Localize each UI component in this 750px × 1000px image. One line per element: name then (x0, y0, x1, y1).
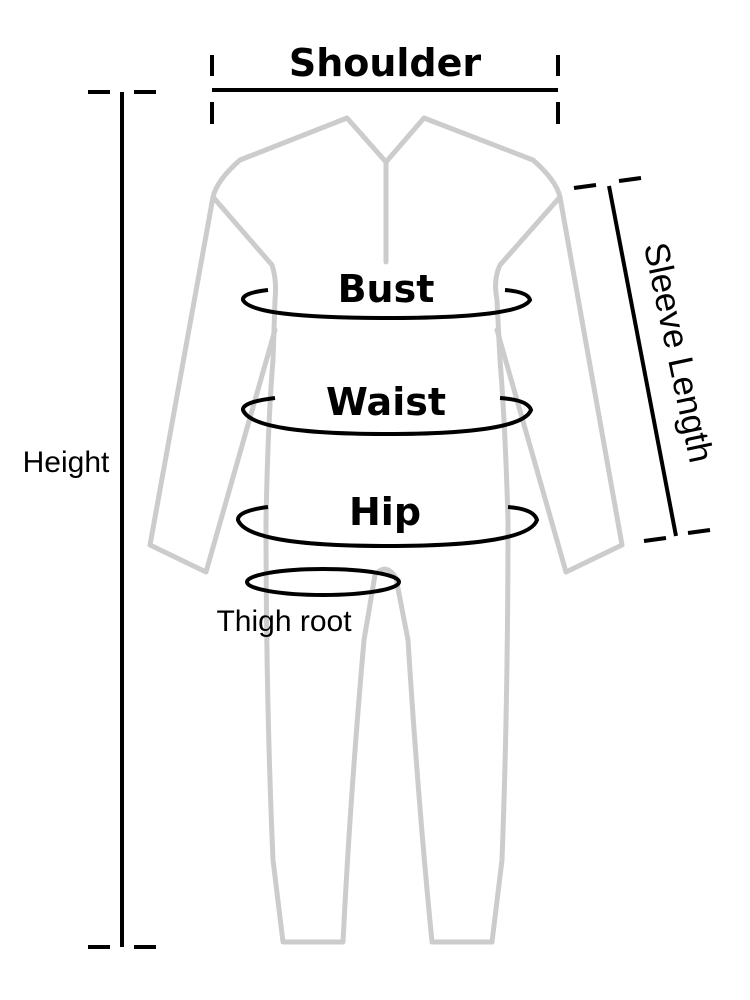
jumpsuit-outline (147, 115, 625, 945)
sleeve-length-measure (573, 176, 711, 543)
bust-label: Bust (338, 267, 435, 311)
height-label: Height (23, 446, 110, 479)
waist-measure (241, 396, 534, 437)
thigh-root-measure (245, 567, 401, 597)
left-sleeve-outline (147, 194, 278, 575)
hip-measure (236, 505, 540, 549)
shoulder-measure (210, 55, 560, 124)
thigh-root-label: Thigh root (216, 605, 352, 638)
jumpsuit-body-outline (210, 115, 563, 945)
sleeve-length-label: Sleeve Length (636, 239, 721, 466)
right-sleeve-outline (494, 194, 625, 575)
bust-measure (241, 288, 533, 321)
height-measure (88, 90, 156, 949)
shoulder-label: Shoulder (289, 41, 482, 85)
waist-label: Waist (326, 380, 446, 424)
hip-label: Hip (349, 490, 421, 534)
